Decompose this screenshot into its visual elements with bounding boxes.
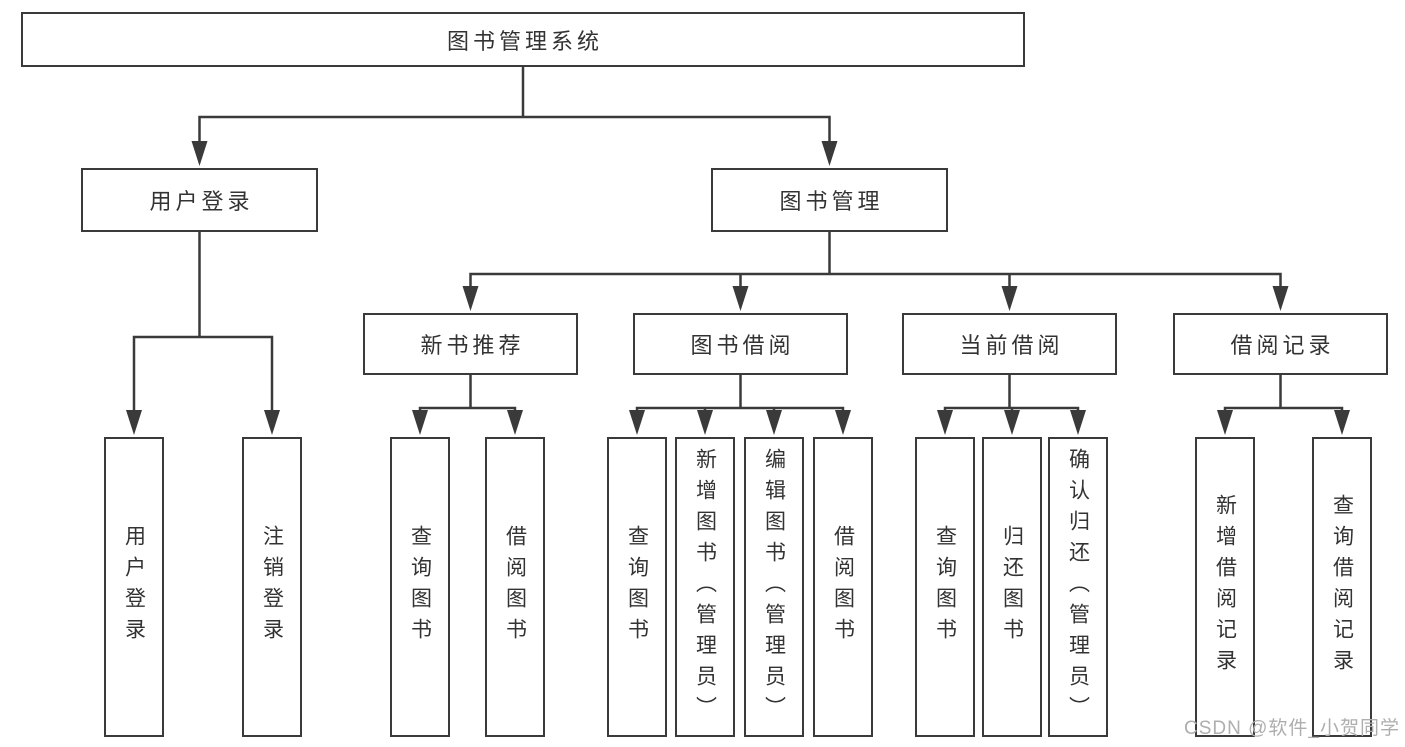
node-label: 查询图书 [625,525,649,649]
node-label: 图书借阅 [690,333,795,358]
edge-user-login-split [132,230,274,413]
node-label: 用户登录 [149,189,254,214]
arrow-to-current-borrowing [1001,286,1018,311]
node-label: 查询借阅记录 [1330,494,1354,680]
node-label: 注销登录 [260,525,284,649]
node-book-management: 图书管理 [711,168,948,232]
arrow-to-leaf [507,410,523,435]
arrow-to-book-borrowing [732,286,749,311]
node-label: 图书管理系统 [446,28,603,54]
node-label: 新增借阅记录 [1213,494,1237,680]
arrow-to-leaf [264,410,280,435]
arrow-to-new-book [462,286,479,311]
node-new-book-recommend: 新书推荐 [363,313,578,375]
arrow-to-leaf [629,410,645,435]
edge-new-book-split [418,373,517,414]
leaf-borrowing-edit-book-admin: 编辑图书（管理员） [744,437,804,737]
leaf-current-return-book: 归还图书 [982,437,1042,737]
node-borrowing-records: 借阅记录 [1173,313,1388,375]
node-root-system: 图书管理系统 [21,12,1025,67]
node-label: 借阅记录 [1230,333,1335,358]
node-label: 当前借阅 [959,333,1064,358]
edge-book-borrowing-split [635,373,845,414]
leaf-current-confirm-return-admin: 确认归还（管理员） [1048,437,1108,737]
edge-root-split [198,65,831,145]
leaf-user-login: 用户登录 [104,437,164,737]
node-label: 查询图书 [933,525,957,649]
node-label: 新增图书（管理员） [693,447,717,727]
leaf-current-query-book: 查询图书 [915,437,975,737]
node-label: 编辑图书（管理员） [762,447,786,727]
node-label: 借阅图书 [503,525,527,649]
leaf-records-add-record: 新增借阅记录 [1195,437,1255,737]
arrow-to-leaf [697,410,713,435]
leaf-borrowing-query-book: 查询图书 [607,437,667,737]
node-label: 确认归还（管理员） [1066,447,1090,727]
arrow-to-book-management [821,141,838,166]
leaf-borrowing-add-book-admin: 新增图书（管理员） [675,437,735,737]
node-label: 查询图书 [408,525,432,649]
arrow-to-leaf [1004,410,1020,435]
node-book-borrowing: 图书借阅 [633,313,848,375]
node-label: 新书推荐 [420,333,525,358]
leaf-logout: 注销登录 [242,437,302,737]
leaf-recommend-query-book: 查询图书 [390,437,450,737]
arrow-to-leaf [766,410,782,435]
node-label: 图书管理 [779,189,884,214]
arrow-to-borrowing-records [1272,286,1289,311]
edge-current-borrowing-split [943,373,1080,414]
csdn-watermark: CSDN @软件_小贺同学 [1184,718,1400,739]
node-current-borrowing: 当前借阅 [902,313,1117,375]
node-user-login: 用户登录 [81,168,318,232]
arrow-to-user-login [191,141,208,166]
arrow-to-leaf [1070,410,1086,435]
arrow-to-leaf [1334,410,1350,435]
arrow-to-leaf [126,410,142,435]
arrow-to-leaf [835,410,851,435]
node-label: 借阅图书 [831,525,855,649]
node-label: 归还图书 [1000,525,1024,649]
arrow-to-leaf [1217,410,1233,435]
edge-borrowing-records-split [1223,373,1344,414]
leaf-recommend-borrow-book: 借阅图书 [485,437,545,737]
edge-book-management-split [469,230,1282,290]
node-label: 用户登录 [122,525,146,649]
arrow-to-leaf [937,410,953,435]
leaf-records-query-record: 查询借阅记录 [1312,437,1372,737]
arrow-to-leaf [412,410,428,435]
leaf-borrowing-borrow-book: 借阅图书 [813,437,873,737]
